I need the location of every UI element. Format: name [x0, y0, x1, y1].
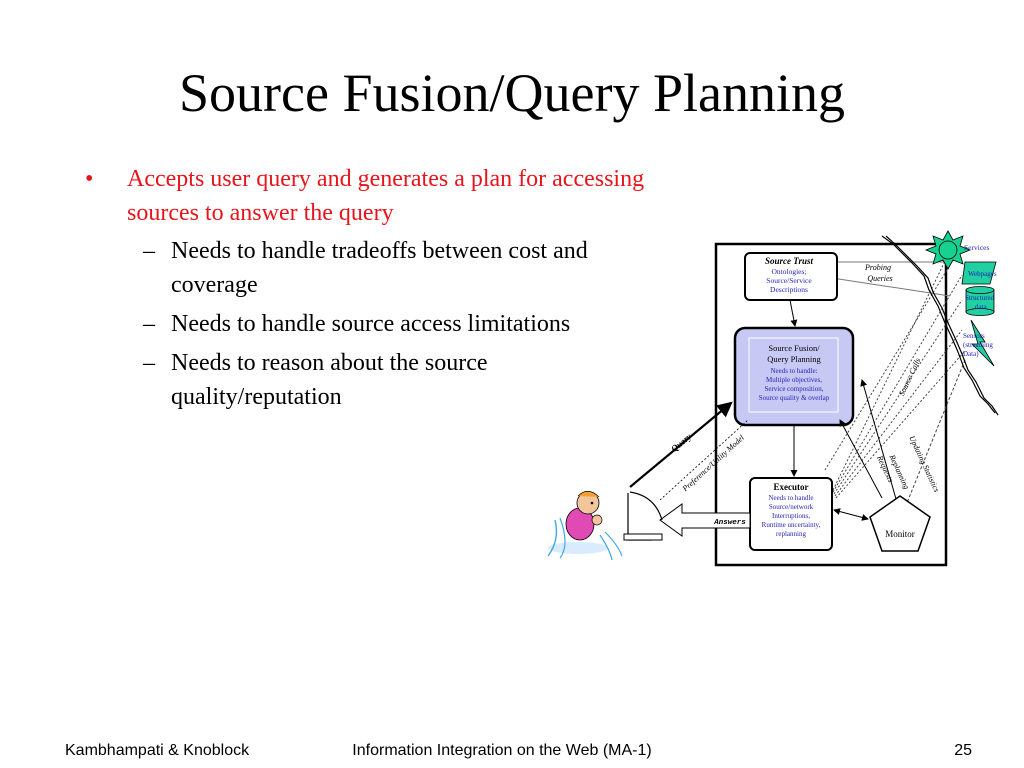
fusion-detail: Multiple objectives, — [766, 376, 822, 384]
source-trust-title: Source Trust — [765, 256, 813, 266]
webpages-label: Webpages — [968, 270, 997, 278]
updating-statistics-line — [860, 359, 966, 521]
bullet-main: • Accepts user query and generates a pla… — [85, 162, 645, 230]
answers-arrow — [659, 503, 751, 537]
fusion-title: Query Planning — [767, 354, 821, 364]
fusion-detail: Source quality & overlap — [759, 394, 830, 402]
services-sun-icon — [924, 230, 972, 270]
source-trust-box — [744, 252, 838, 301]
footer-author: Kambhampati & Knoblock — [65, 742, 250, 759]
probing-queries-label: Probing — [864, 263, 891, 272]
internet-boundary — [881, 235, 996, 414]
architecture-diagram: Source Trust Ontologies; Source/Service … — [540, 228, 1020, 578]
source-trust-line: Source/Service — [766, 276, 812, 285]
sub-bullet-marker: – — [143, 238, 155, 264]
user-terminal-icon — [623, 491, 663, 541]
fusion-detail: Needs to handle: — [770, 367, 817, 375]
sub-bullet-text: Needs to handle source access limitation… — [171, 311, 571, 337]
query-arrow — [629, 401, 733, 488]
probing-queries-label: Queries — [867, 274, 892, 283]
monitor-label: Monitor — [885, 529, 915, 539]
services-label: Services — [964, 243, 989, 252]
fusion-title: Source Fusion/ — [768, 343, 820, 353]
updating-statistics-label: Updating Statistics — [907, 434, 941, 493]
executor-detail: Interruptions, — [772, 512, 810, 520]
sensors-label: (streaming — [963, 341, 993, 349]
structured-data-icon — [965, 286, 995, 316]
source-trust-line: Ontologies; — [772, 267, 807, 276]
executor-detail: Runtime uncertainty, — [762, 521, 821, 529]
preference-label: Preference/Utility Model — [680, 433, 746, 494]
sub-bullet-text: Needs to handle tradeoffs between cost a… — [171, 238, 588, 298]
sub-bullet-marker: – — [143, 311, 155, 337]
sensors-label: Sensors — [963, 332, 985, 340]
sub-bullet: – Needs to reason about the source quali… — [85, 346, 645, 414]
source-call-lines — [824, 254, 965, 499]
structured-label: data — [975, 303, 988, 311]
footer-course: Information Integration on the Web (MA-1… — [352, 742, 652, 759]
executor-detail: Source/network — [769, 503, 814, 511]
sub-bullet: – Needs to handle tradeoffs between cost… — [85, 234, 645, 302]
page-number: 25 — [954, 742, 972, 759]
answers-label: Answers — [713, 519, 746, 527]
bullet-marker: • — [85, 166, 94, 192]
sensors-bolt-icon — [970, 319, 995, 367]
sub-bullet-text: Needs to reason about the source quality… — [171, 350, 488, 410]
sensors-label: Data) — [963, 350, 979, 358]
sub-bullet-marker: – — [143, 350, 155, 376]
query-label: Query — [669, 431, 694, 454]
fusion-detail: Service composition, — [764, 385, 823, 393]
bullet-main-text: Accepts user query and generates a plan … — [127, 166, 645, 226]
executor-detail: replanning — [776, 530, 806, 538]
source-trust-line: Descriptions — [770, 285, 808, 294]
executor-title: Executor — [774, 482, 809, 492]
webpages-icon — [961, 261, 997, 285]
slide-title: Source Fusion/Query Planning — [179, 63, 845, 123]
bullet-list: • Accepts user query and generates a pla… — [85, 162, 645, 419]
monitor-pentagon — [869, 495, 931, 552]
user-person-icon — [547, 490, 623, 561]
structured-label: Structured — [965, 294, 995, 302]
sub-bullet: – Needs to handle source access limitati… — [85, 307, 645, 341]
executor-detail: Needs to handle — [768, 494, 813, 502]
